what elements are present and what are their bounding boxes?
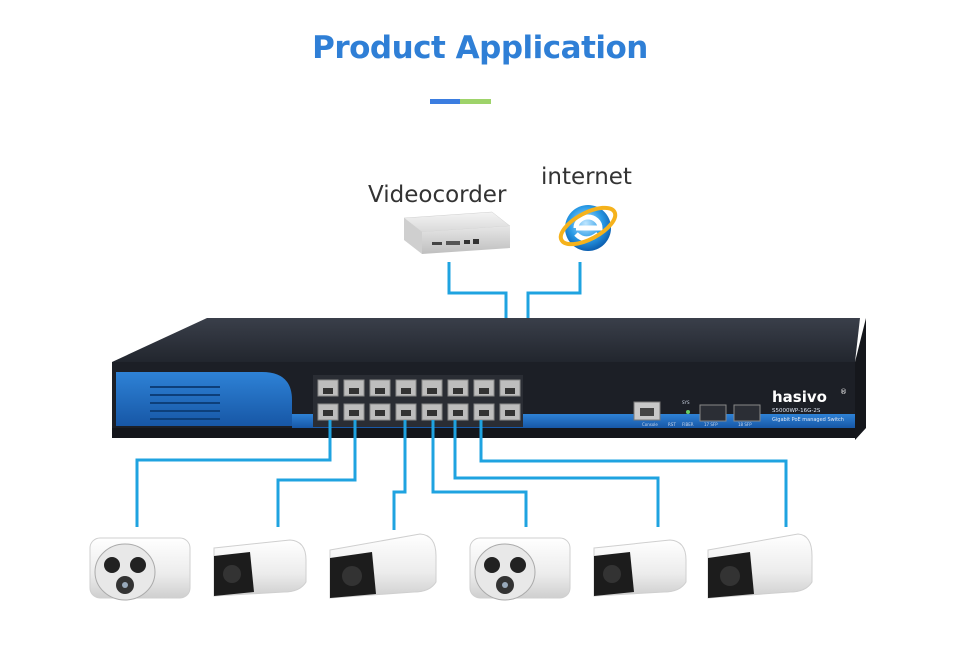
camera-1 [89, 537, 191, 601]
sfp1-label: 17 SFP [704, 422, 718, 427]
internet-explorer-icon [558, 205, 618, 251]
page-title: Product Application [312, 30, 648, 66]
title-underline-blue [430, 99, 460, 104]
brand-logo: hasivo [772, 388, 827, 406]
led-label-rst: RST [668, 422, 676, 427]
title-underline-green [460, 99, 491, 104]
registered-mark: ® [840, 388, 847, 396]
internet-label: internet [541, 164, 632, 190]
console-label: Console [642, 422, 658, 427]
led-label-fiber: FIBER [682, 422, 694, 427]
camera-6 [707, 533, 813, 599]
vent-holes [150, 386, 220, 420]
videocorder-device [403, 211, 511, 254]
camera-3 [329, 533, 437, 599]
sfp-port-17 [699, 404, 727, 422]
videocorder-label: Videocorder [368, 182, 507, 208]
sfp2-label: 18 SFP [738, 422, 752, 427]
camera-5 [593, 539, 687, 597]
switch-description: Gigabit PoE managed Switch [772, 417, 844, 423]
model-number: S5000WP-16G-2S [772, 408, 821, 414]
camera-4 [469, 537, 571, 601]
camera-2 [213, 539, 307, 597]
sys-label: SYS [682, 400, 690, 405]
poe-switch: Console SYS RST FIBER 17 SFP 18 SFP hasi… [112, 318, 866, 440]
camera-cables [135, 420, 788, 530]
rj45-port-block [313, 375, 523, 427]
sfp-port-18 [733, 404, 761, 422]
